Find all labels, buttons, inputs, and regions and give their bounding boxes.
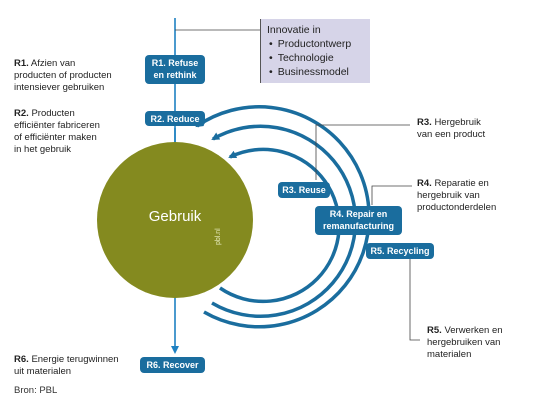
badge-r2-label: R2. Reduce	[150, 114, 200, 124]
badge-r5-label: R5. Recycling	[370, 246, 430, 256]
usage-circle	[97, 142, 253, 298]
innovation-title: Innovatie in	[267, 24, 321, 36]
innovation-item: Technologie	[269, 51, 370, 65]
badge-r5-bg	[366, 243, 434, 259]
desc-r2-code: R2.	[14, 108, 29, 119]
desc-r3-text: Hergebruik van een product	[417, 117, 486, 140]
desc-r4-text: Reparatie en hergebruik van productonder…	[417, 178, 497, 213]
center-label: Gebruik	[148, 208, 202, 225]
badge-r4-label: R4. Repair en remanufacturing	[322, 209, 394, 231]
badge-r6-bg	[140, 357, 205, 373]
leader-r5	[409, 258, 420, 341]
badge-r1-label: R1. Refuse en rethink	[151, 58, 199, 80]
desc-r1-text: Afzien van producten of producten intens…	[14, 58, 112, 93]
desc-r5: R5. Verwerken en hergebruiken van materi…	[427, 325, 503, 361]
desc-r2-text: Producten efficiënter fabriceren of effi…	[14, 108, 100, 155]
badge-r4-bg	[315, 206, 402, 235]
badge-r3-label: R3. Reuse	[282, 185, 326, 195]
desc-r6: R6. Energie terugwinnen uit materialen	[14, 354, 119, 378]
desc-r1: R1. Afzien van producten of producten in…	[14, 58, 112, 94]
innovation-list: Productontwerp Technologie Businessmodel	[267, 37, 370, 79]
desc-r1-code: R1.	[14, 58, 29, 69]
innovation-item: Businessmodel	[269, 65, 370, 79]
desc-r5-code: R5.	[427, 325, 442, 336]
watermark: pbl.nl	[215, 228, 222, 245]
desc-r4: R4. Reparatie en hergebruik van producto…	[417, 178, 496, 214]
desc-r4-code: R4.	[417, 178, 432, 189]
desc-r3-code: R3.	[417, 117, 432, 128]
desc-r6-code: R6.	[14, 354, 29, 365]
badge-r2-bg	[145, 111, 205, 126]
innovation-item: Productontwerp	[269, 37, 370, 51]
leader-r3	[315, 124, 410, 180]
desc-r5-text: Verwerken en hergebruiken van materialen	[427, 325, 503, 360]
desc-r3: R3. Hergebruik van een product	[417, 117, 485, 141]
badge-r3-bg	[278, 182, 330, 198]
badge-r1-bg	[145, 55, 205, 84]
desc-r2: R2. Producten efficiënter fabriceren of …	[14, 108, 100, 156]
badge-r6-label: R6. Recover	[146, 360, 199, 370]
source-note: Bron: PBL	[14, 385, 58, 396]
desc-r6-text: Energie terugwinnen uit materialen	[14, 354, 119, 377]
innovation-box: Innovatie in Productontwerp Technologie …	[260, 19, 370, 83]
leader-r4	[371, 185, 412, 205]
